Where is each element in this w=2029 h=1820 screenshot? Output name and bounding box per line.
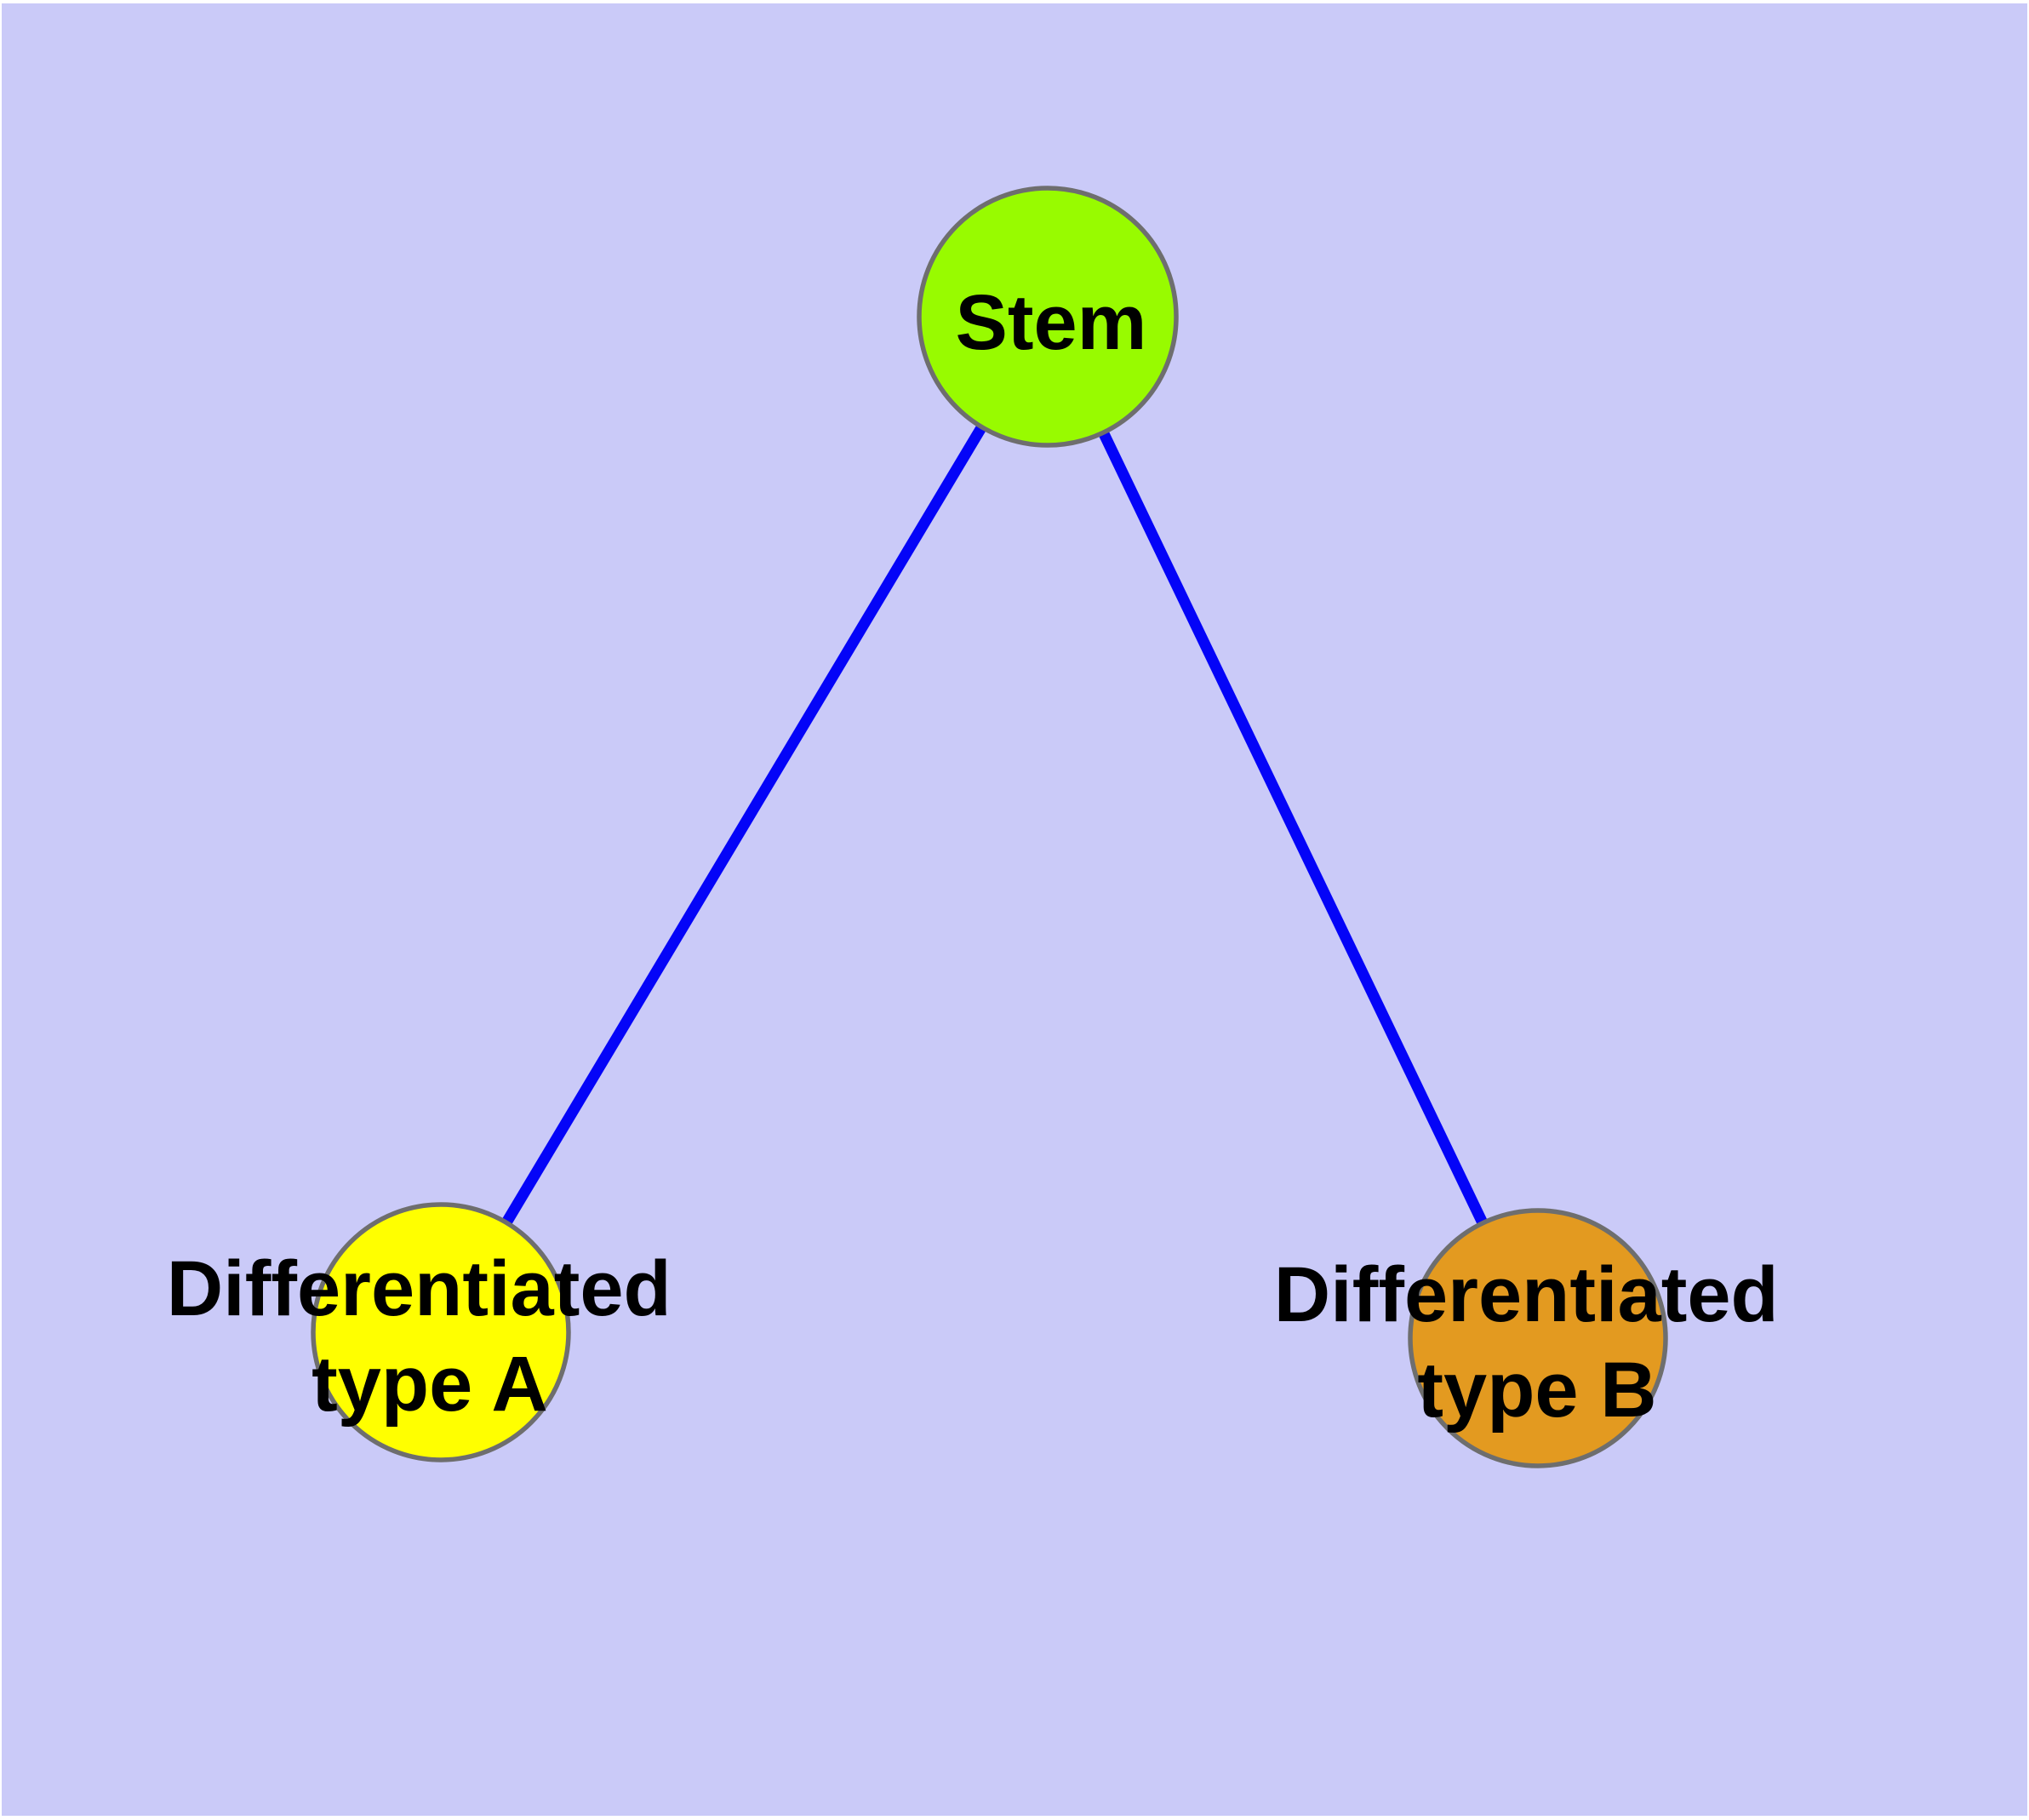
node-stem-label-line1: Stem bbox=[956, 279, 1147, 366]
node-type-a-label-line1: Differentiated bbox=[167, 1245, 672, 1332]
node-stem-label: Stem bbox=[956, 279, 1147, 366]
node-type-a-label: Differentiated type A bbox=[167, 1245, 694, 1428]
edge-stem-to-type-b bbox=[1043, 314, 1543, 1341]
edge-stem-to-type-a bbox=[436, 313, 1053, 1336]
node-type-a-circle bbox=[311, 1202, 571, 1462]
node-type-b-label-line2: type B bbox=[1417, 1347, 1656, 1434]
node-type-b-label-line1: Differentiated bbox=[1274, 1251, 1779, 1338]
node-type-b-circle bbox=[1408, 1208, 1668, 1468]
node-type-a-label-line2: type A bbox=[311, 1341, 548, 1428]
node-stem-circle bbox=[917, 186, 1179, 448]
node-type-b-label: Differentiated type B bbox=[1274, 1251, 1801, 1434]
